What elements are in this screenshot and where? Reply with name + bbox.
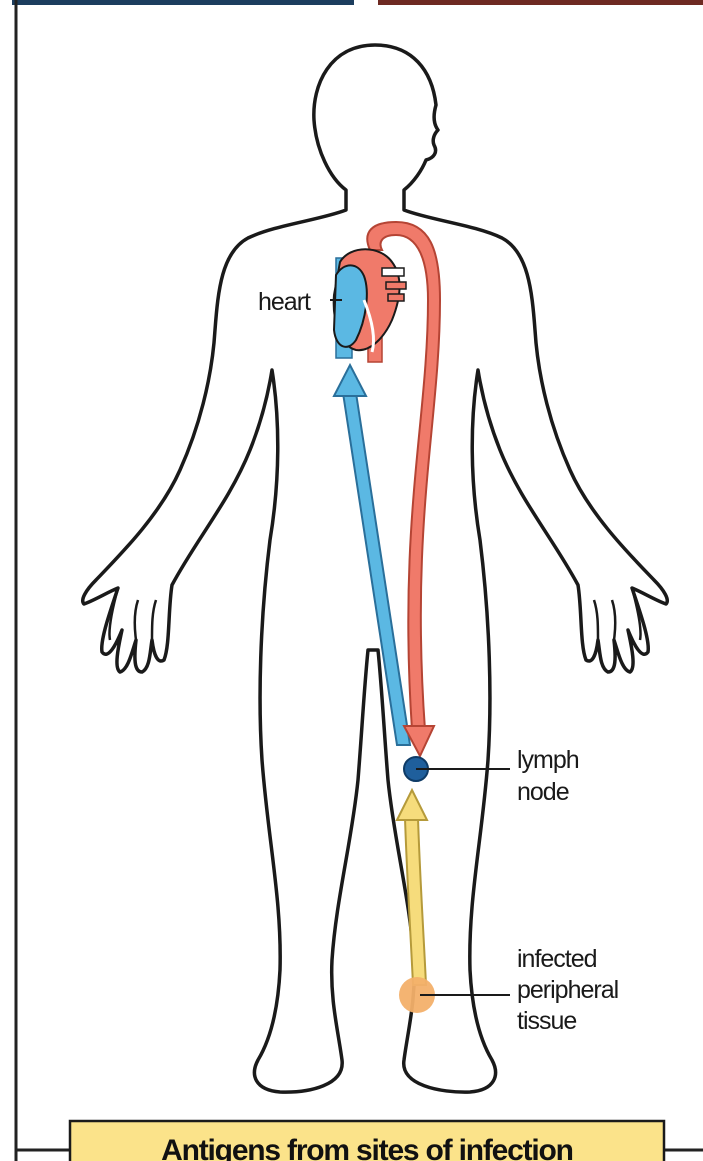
label-lymph-node: lymph node	[517, 746, 585, 806]
vein-vessel	[343, 393, 410, 745]
top-bar-right	[378, 0, 703, 5]
top-bar-left	[12, 0, 354, 5]
label-lymph-node-line2: node	[517, 778, 569, 806]
lymph-arrowhead	[397, 790, 427, 820]
lymph-vessel	[405, 818, 426, 985]
label-infected-tissue: infected peripheral tissue	[517, 945, 624, 1035]
left-hand-fingers	[109, 588, 156, 640]
label-infected-tissue-line1: infected	[517, 945, 597, 973]
label-infected-tissue-line3: tissue	[517, 1007, 576, 1035]
label-lymph-node-line1: lymph	[517, 746, 579, 774]
right-hand-fingers	[594, 588, 641, 640]
vein-arrowhead	[334, 365, 366, 396]
label-infected-tissue-line2: peripheral	[517, 976, 618, 1004]
label-heart: heart	[258, 288, 311, 316]
caption-text: Antigens from sites of infection	[161, 1134, 573, 1161]
heart-illustration	[334, 249, 406, 362]
